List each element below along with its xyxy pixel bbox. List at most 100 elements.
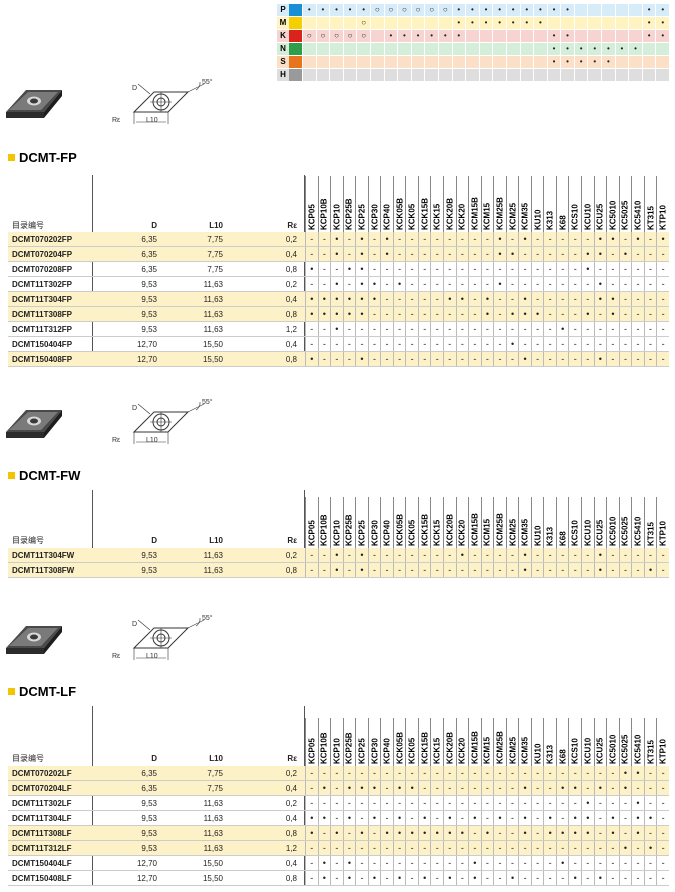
- material-mark: [437, 17, 452, 29]
- yellow-square-icon: [8, 472, 15, 479]
- grade-mark: -: [518, 262, 531, 277]
- grade-mark: •: [355, 307, 368, 322]
- grade-column: KCK15B: [417, 497, 431, 548]
- grade-mark: •: [518, 563, 531, 578]
- grade-column: KCK20: [455, 176, 469, 232]
- grade-mark: -: [443, 766, 456, 781]
- grade-label: KCP25: [357, 520, 367, 546]
- material-mark: [614, 30, 629, 42]
- grade-label: K313: [545, 210, 555, 230]
- grade-mark: •: [593, 232, 607, 247]
- grade-mark: -: [342, 337, 356, 352]
- row-divider: [8, 810, 669, 811]
- row-value: 0,2: [285, 280, 297, 289]
- grade-mark: -: [342, 563, 356, 578]
- grade-mark: -: [493, 262, 506, 277]
- grade-label: KCK20: [457, 203, 467, 230]
- material-mark: [533, 43, 547, 55]
- grade-mark: -: [342, 352, 356, 367]
- grade-mark: -: [443, 277, 456, 292]
- grade-column: KCM25: [505, 497, 519, 548]
- row-value: 0,4: [285, 859, 297, 868]
- grade-column: KCM15B: [468, 176, 481, 232]
- material-mark: [628, 17, 642, 29]
- section-title: DCMT-FP: [8, 150, 77, 165]
- row-value: 7,75: [207, 265, 223, 274]
- grade-label: KC5025: [620, 200, 630, 230]
- grade-mark: -: [443, 307, 456, 322]
- grade-mark: -: [631, 352, 644, 367]
- grade-mark: -: [606, 781, 619, 796]
- row-value: 9,53: [141, 799, 157, 808]
- material-mark: [329, 56, 343, 68]
- grade-mark: -: [656, 247, 669, 262]
- grade-mark: -: [455, 322, 469, 337]
- grade-mark: -: [543, 871, 556, 886]
- grade-label: KCS10: [570, 738, 580, 764]
- grade-mark: -: [505, 796, 519, 811]
- grade-column: KCP05: [305, 497, 318, 548]
- grade-mark: -: [443, 563, 456, 578]
- material-mark: ○: [410, 4, 425, 16]
- row-value: 7,75: [207, 250, 223, 259]
- grade-mark: -: [417, 856, 431, 871]
- grade-mark: -: [593, 856, 607, 871]
- grade-mark: -: [330, 796, 343, 811]
- grade-mark: -: [518, 871, 531, 886]
- grade-marks: --•-•-------•----•-----•-----: [305, 548, 669, 563]
- grade-mark: -: [543, 322, 556, 337]
- grade-mark: •: [518, 292, 531, 307]
- grade-mark: •: [606, 307, 619, 322]
- grade-column: KU10: [530, 718, 544, 766]
- grade-mark: -: [305, 548, 318, 563]
- grade-mark: -: [643, 247, 657, 262]
- grade-mark: -: [305, 856, 318, 871]
- grade-column: KU10: [530, 176, 544, 232]
- grade-mark: -: [568, 796, 581, 811]
- column-divider: [92, 706, 93, 886]
- grade-mark: -: [618, 277, 632, 292]
- grade-mark: -: [555, 841, 569, 856]
- grade-mark: -: [305, 337, 318, 352]
- grade-column: K68: [555, 497, 569, 548]
- catalog-number: DCMT070204FP: [12, 250, 73, 259]
- grade-mark: •: [392, 826, 406, 841]
- material-mark: [465, 43, 479, 55]
- grade-column: KCM25: [505, 176, 519, 232]
- grade-mark: -: [468, 781, 481, 796]
- grade-column: KCP30: [367, 718, 381, 766]
- grade-mark: -: [505, 277, 519, 292]
- grade-label: KCP05: [307, 520, 317, 546]
- section-title: DCMT-LF: [8, 684, 76, 699]
- grade-mark: -: [380, 796, 393, 811]
- row-value: 15,50: [202, 340, 223, 349]
- material-mark: [655, 69, 669, 81]
- grade-mark: •: [618, 781, 632, 796]
- grade-mark: -: [430, 563, 443, 578]
- grade-mark: -: [618, 352, 632, 367]
- grade-label: K313: [545, 526, 555, 546]
- grade-mark: -: [480, 277, 494, 292]
- grade-mark: -: [530, 766, 544, 781]
- grade-mark: -: [367, 841, 381, 856]
- grade-mark: -: [430, 322, 443, 337]
- material-mark: [437, 56, 452, 68]
- grade-mark: -: [367, 563, 381, 578]
- grade-mark: -: [417, 796, 431, 811]
- material-mark: [315, 69, 330, 81]
- material-mark: [505, 30, 520, 42]
- grade-mark: -: [555, 247, 569, 262]
- grade-mark: -: [342, 766, 356, 781]
- grade-label: KTP10: [658, 739, 668, 764]
- catalog-number: DCMT11T312LF: [12, 844, 72, 853]
- material-mark: [546, 17, 561, 29]
- material-mark: [505, 43, 520, 55]
- row-value: 0,8: [285, 829, 297, 838]
- grade-mark: -: [643, 352, 657, 367]
- grade-mark: •: [468, 871, 481, 886]
- catalog-number: DCMT070204LF: [12, 784, 72, 793]
- grade-mark: -: [505, 826, 519, 841]
- grade-mark: -: [581, 871, 594, 886]
- grade-mark: -: [606, 856, 619, 871]
